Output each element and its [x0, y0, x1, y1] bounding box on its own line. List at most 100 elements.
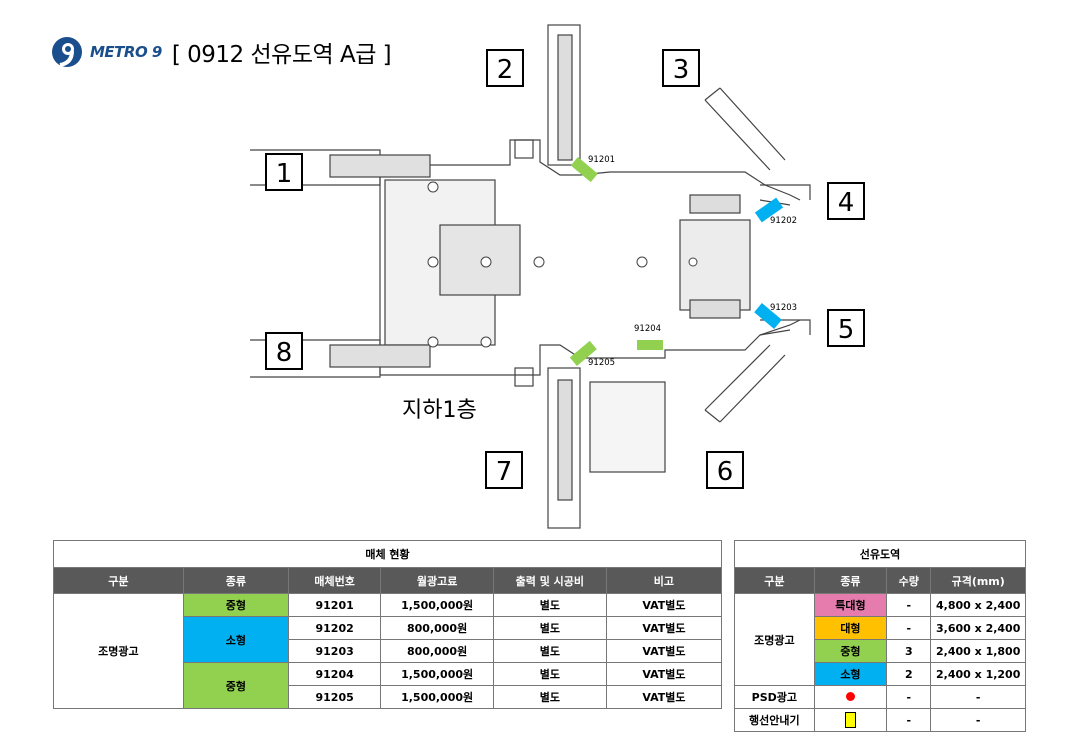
type-cell: 특대형: [813, 593, 888, 617]
qty-cell: -: [886, 593, 932, 617]
fee-cell: 1,500,000원: [380, 593, 494, 617]
size-cell: 2,400 x 1,800: [930, 639, 1026, 663]
qty-cell: -: [886, 616, 932, 640]
fee-cell: 800,000원: [380, 616, 494, 640]
table-caption: 선유도역: [734, 540, 1026, 568]
exit-8: 8: [265, 332, 303, 370]
table-row: 소형 2 2,400 x 1,200: [735, 662, 1026, 686]
size-cell: 3,600 x 2,400: [930, 616, 1026, 640]
fee-cell: 1,500,000원: [380, 662, 494, 686]
col-header: 월광고료: [380, 567, 494, 594]
table-row: 행선안내기 - -: [734, 708, 1026, 732]
exit-6: 6: [706, 451, 744, 489]
col-header: 종류: [182, 567, 289, 594]
category-cell: 행선안내기: [734, 708, 815, 732]
page-title: [ 0912 선유도역 A급 ]: [171, 42, 392, 68]
code-cell: 91201: [287, 593, 382, 617]
note-cell: VAT별도: [605, 616, 723, 640]
code-cell: 91202: [287, 616, 382, 640]
exit-3: 3: [662, 49, 700, 87]
table-row: 소형 91202 800,000원 별도 VAT별도: [54, 616, 723, 663]
ad-spot-91202[interactable]: 91202: [754, 197, 797, 226]
exit-number: 6: [717, 457, 734, 487]
table-row: 91205 1,500,000원 별도 VAT별도: [54, 685, 723, 709]
type-cell: 소형: [182, 616, 289, 663]
code-cell: 91204: [287, 662, 382, 686]
install-cell: 별도: [492, 685, 607, 709]
brand-name: METRO 9: [90, 43, 162, 61]
station-summary-table: 선유도역 구분 종류 수량 규격(mm) 조명광고 특대형 - 4,800 x …: [734, 540, 1026, 732]
col-header: 종류: [813, 567, 888, 594]
install-cell: 별도: [492, 616, 607, 640]
exit-number: 4: [838, 188, 855, 218]
note-cell: VAT별도: [605, 593, 723, 617]
note-cell: VAT별도: [605, 662, 723, 686]
install-cell: 별도: [492, 662, 607, 686]
size-cell: 4,800 x 2,400: [930, 593, 1026, 617]
exit-number: 5: [838, 315, 855, 345]
fee-cell: 800,000원: [380, 639, 494, 663]
table-row: 조명광고 중형 91201 1,500,000원 별도 VAT별도: [53, 593, 723, 709]
exit-number: 7: [496, 457, 513, 487]
type-cell: 소형: [813, 662, 888, 686]
col-header: 수량: [886, 567, 932, 594]
install-cell: 별도: [492, 639, 607, 663]
col-header: 출력 및 시공비: [492, 567, 607, 594]
code-cell: 91203: [287, 639, 382, 663]
metro9-logo-icon: [52, 37, 82, 67]
table-row: 조명광고 특대형 - 4,800 x 2,400: [734, 593, 1026, 686]
exit-2: 2: [486, 49, 524, 87]
fee-cell: 1,500,000원: [380, 685, 494, 709]
qty-cell: -: [886, 708, 932, 732]
ad-spot-91204[interactable]: 91204: [634, 324, 663, 350]
type-cell: [813, 708, 888, 732]
ad-spot-91201[interactable]: 91201: [570, 155, 615, 183]
col-header: 규격(mm): [930, 567, 1026, 594]
category-cell: 조명광고: [734, 593, 815, 686]
ad-spot-91203[interactable]: 91203: [754, 303, 797, 329]
note-cell: VAT별도: [605, 639, 723, 663]
media-status-table: 매체 현황 구분 종류 매체번호 월광고료 출력 및 시공비 비고 조명광고 중…: [53, 540, 723, 709]
col-header: 매체번호: [287, 567, 382, 594]
category-cell: PSD광고: [734, 685, 815, 709]
station-floor-map: 1 2 3 4 5 6 7 8: [250, 24, 865, 529]
exit-1: 1: [265, 153, 303, 191]
header: METRO 9 [ 0912 선유도역 A급 ]: [50, 32, 392, 72]
ad-spot-code: 91202: [770, 216, 797, 226]
col-header: 구분: [53, 567, 184, 594]
category-cell: 조명광고: [53, 593, 184, 709]
exit-4: 4: [827, 182, 865, 220]
col-header: 비고: [605, 567, 723, 594]
type-cell: 중형: [813, 639, 888, 663]
type-cell: 중형: [182, 662, 289, 709]
size-cell: -: [930, 685, 1026, 709]
install-cell: 별도: [492, 593, 607, 617]
code-cell: 91205: [287, 685, 382, 709]
size-cell: 2,400 x 1,200: [930, 662, 1026, 686]
ad-spot-code: 91204: [634, 324, 661, 334]
ad-spot-code: 91205: [588, 358, 615, 368]
exit-number: 8: [276, 338, 293, 368]
exit-5: 5: [827, 309, 865, 347]
table-caption: 매체 현황: [53, 540, 722, 568]
exit-number: 3: [673, 55, 690, 85]
exit-number: 2: [497, 55, 514, 85]
floor-label: 지하1층: [402, 398, 477, 423]
type-cell: [813, 685, 888, 709]
yellow-rect-icon: [844, 712, 856, 728]
qty-cell: 2: [886, 662, 932, 686]
exit-7: 7: [485, 451, 523, 489]
size-cell: -: [930, 708, 1026, 732]
table-row: 중형 91204 1,500,000원 별도 VAT별도: [54, 662, 723, 709]
type-cell: 중형: [182, 593, 289, 617]
type-cell: 대형: [813, 616, 888, 640]
qty-cell: -: [886, 685, 932, 709]
ad-spot-code: 91203: [770, 303, 797, 313]
col-header: 구분: [734, 567, 815, 594]
note-cell: VAT별도: [605, 685, 723, 709]
ad-spot-code: 91201: [588, 155, 615, 165]
ad-spot-91205[interactable]: 91205: [569, 340, 615, 368]
red-dot-icon: [845, 691, 855, 701]
exit-number: 1: [276, 159, 293, 189]
table-row: PSD광고 - -: [734, 685, 1026, 709]
